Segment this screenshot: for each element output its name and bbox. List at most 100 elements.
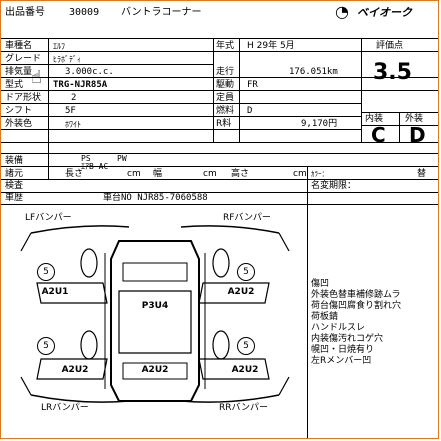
divider: [1, 77, 438, 78]
dims-label: 諸元: [5, 169, 24, 179]
year-value: H 29年 5月: [247, 41, 295, 51]
rear-right-bumper: RRバンパー: [219, 403, 268, 413]
score-value: 3.5: [373, 60, 412, 85]
divider: [239, 38, 240, 142]
note-line: 左Rメンバー凹: [311, 356, 372, 366]
grade-value: ﾋﾗﾎﾞﾃﾞｨ: [53, 55, 81, 64]
length-label: 長さ: [65, 169, 84, 179]
chassis-label: 車歴: [5, 193, 24, 203]
chassis-number: 車台NO NJR85-7060588: [103, 193, 208, 203]
rear-left-bumper: LRバンパー: [41, 403, 89, 413]
damage-code: A2U2: [227, 287, 255, 297]
divider: [1, 116, 361, 117]
corner-name: バントラコーナー: [121, 7, 202, 18]
length-unit: cm: [127, 169, 141, 179]
title-history-label: 名変期限：: [311, 181, 357, 191]
divider: [1, 166, 438, 167]
notes-list: 傷凹 外装色替車補修跡ムラ 荷台傷凹腐食り割れ穴 荷板錆 ハンドルスレ 内装傷汚…: [311, 279, 437, 367]
type-value: TRG-NJR85A: [53, 80, 108, 90]
doors-value: 2: [71, 93, 77, 103]
interior-grade: C: [371, 123, 386, 147]
shift-value: 5F: [65, 106, 76, 116]
equipment-ps: PS: [81, 154, 91, 163]
divider: [361, 125, 438, 126]
tire-marker: 5: [237, 337, 255, 355]
drive-value: FR: [247, 80, 258, 90]
width-label: 幅: [153, 169, 163, 179]
model-label: 車種名: [5, 41, 33, 51]
damage-code: A2U1: [41, 287, 69, 297]
divider: [1, 142, 438, 143]
fuel-label: 燃料: [216, 106, 235, 116]
divider: [1, 64, 213, 65]
note-line: 荷板錆: [311, 312, 339, 322]
damage-code: P3U4: [141, 301, 169, 311]
pointer-hand-icon: ☝: [31, 67, 42, 88]
inspection-label: 検査: [5, 181, 24, 191]
exterior-label: 外装: [405, 114, 424, 124]
damage-code: A2U2: [141, 365, 169, 375]
note-line: 傷凹: [311, 279, 330, 289]
lot-number: 30009: [69, 7, 100, 18]
damage-code: A2U2: [231, 365, 259, 375]
type-label: 型式: [5, 80, 24, 90]
divider: [1, 179, 438, 180]
doors-label: ドア形状: [5, 93, 42, 103]
divider: [1, 204, 438, 205]
displacement-value: 3.000c.c.: [65, 67, 114, 77]
logo-text: ベイオーク: [357, 6, 412, 19]
note-line: 内装傷汚れコゲ穴: [311, 334, 384, 344]
divider: [1, 129, 361, 130]
drive-label: 駆動: [216, 80, 235, 90]
damage-code: A2U2: [61, 365, 89, 375]
divider: [1, 90, 438, 91]
color-value: ﾎﾜｲﾄ: [65, 120, 81, 129]
vehicle-diagram: [20, 225, 290, 403]
mileage-label: 走行: [216, 67, 235, 77]
tire-marker: 5: [237, 263, 255, 281]
interior-label: 内装: [365, 114, 384, 124]
year-label: 年式: [216, 41, 235, 51]
divider: [399, 112, 400, 142]
divider: [361, 38, 362, 142]
color-label: 外装色: [5, 119, 33, 129]
lot-label: 出品番号: [5, 7, 45, 18]
note-line: 荷台傷凹腐食り割れ穴: [311, 301, 402, 311]
note-line: ハンドルスレ: [311, 323, 366, 333]
divider: [48, 38, 49, 179]
divider: [1, 103, 361, 104]
tire-marker: 5: [37, 337, 55, 355]
shift-label: シフト: [5, 106, 33, 116]
logo-mark-icon: ◔: [335, 2, 349, 21]
divider: [1, 51, 438, 52]
fuel-value: D: [247, 106, 253, 116]
divider: [1, 192, 438, 193]
r-price-label: R料: [216, 119, 232, 129]
score-label: 評価点: [376, 41, 404, 51]
tire-marker: 5: [37, 263, 55, 281]
equipment-label: 装備: [5, 156, 24, 166]
color-code-label: ｶﾗｰ：: [311, 170, 329, 178]
color-code-value: 替: [417, 169, 427, 179]
model-value: ｴﾙﾌ: [53, 42, 65, 51]
note-line: 外装色替車補修跡ムラ: [311, 290, 401, 300]
note-line: 幌凹・日焼有り: [311, 345, 375, 355]
width-unit: cm: [203, 169, 217, 179]
front-right-bumper: RFバンパー: [223, 213, 271, 223]
divider: [361, 112, 438, 113]
height-unit: cm: [293, 169, 307, 179]
grade-label: グレード: [5, 54, 42, 64]
r-price-value: 9,170円: [301, 119, 338, 129]
height-label: 高さ: [231, 169, 250, 179]
mileage-value: 176.051km: [289, 67, 338, 77]
divider: [1, 153, 438, 154]
front-left-bumper: LFバンパー: [25, 213, 72, 223]
displacement-label: 排気量: [5, 67, 33, 77]
divider: [1, 38, 438, 39]
equipment-pw: PW: [117, 154, 127, 163]
exterior-grade: D: [409, 123, 426, 147]
divider: [213, 38, 214, 142]
equipment-ac: ｴｱB AC: [81, 162, 109, 171]
divider: [307, 166, 308, 438]
